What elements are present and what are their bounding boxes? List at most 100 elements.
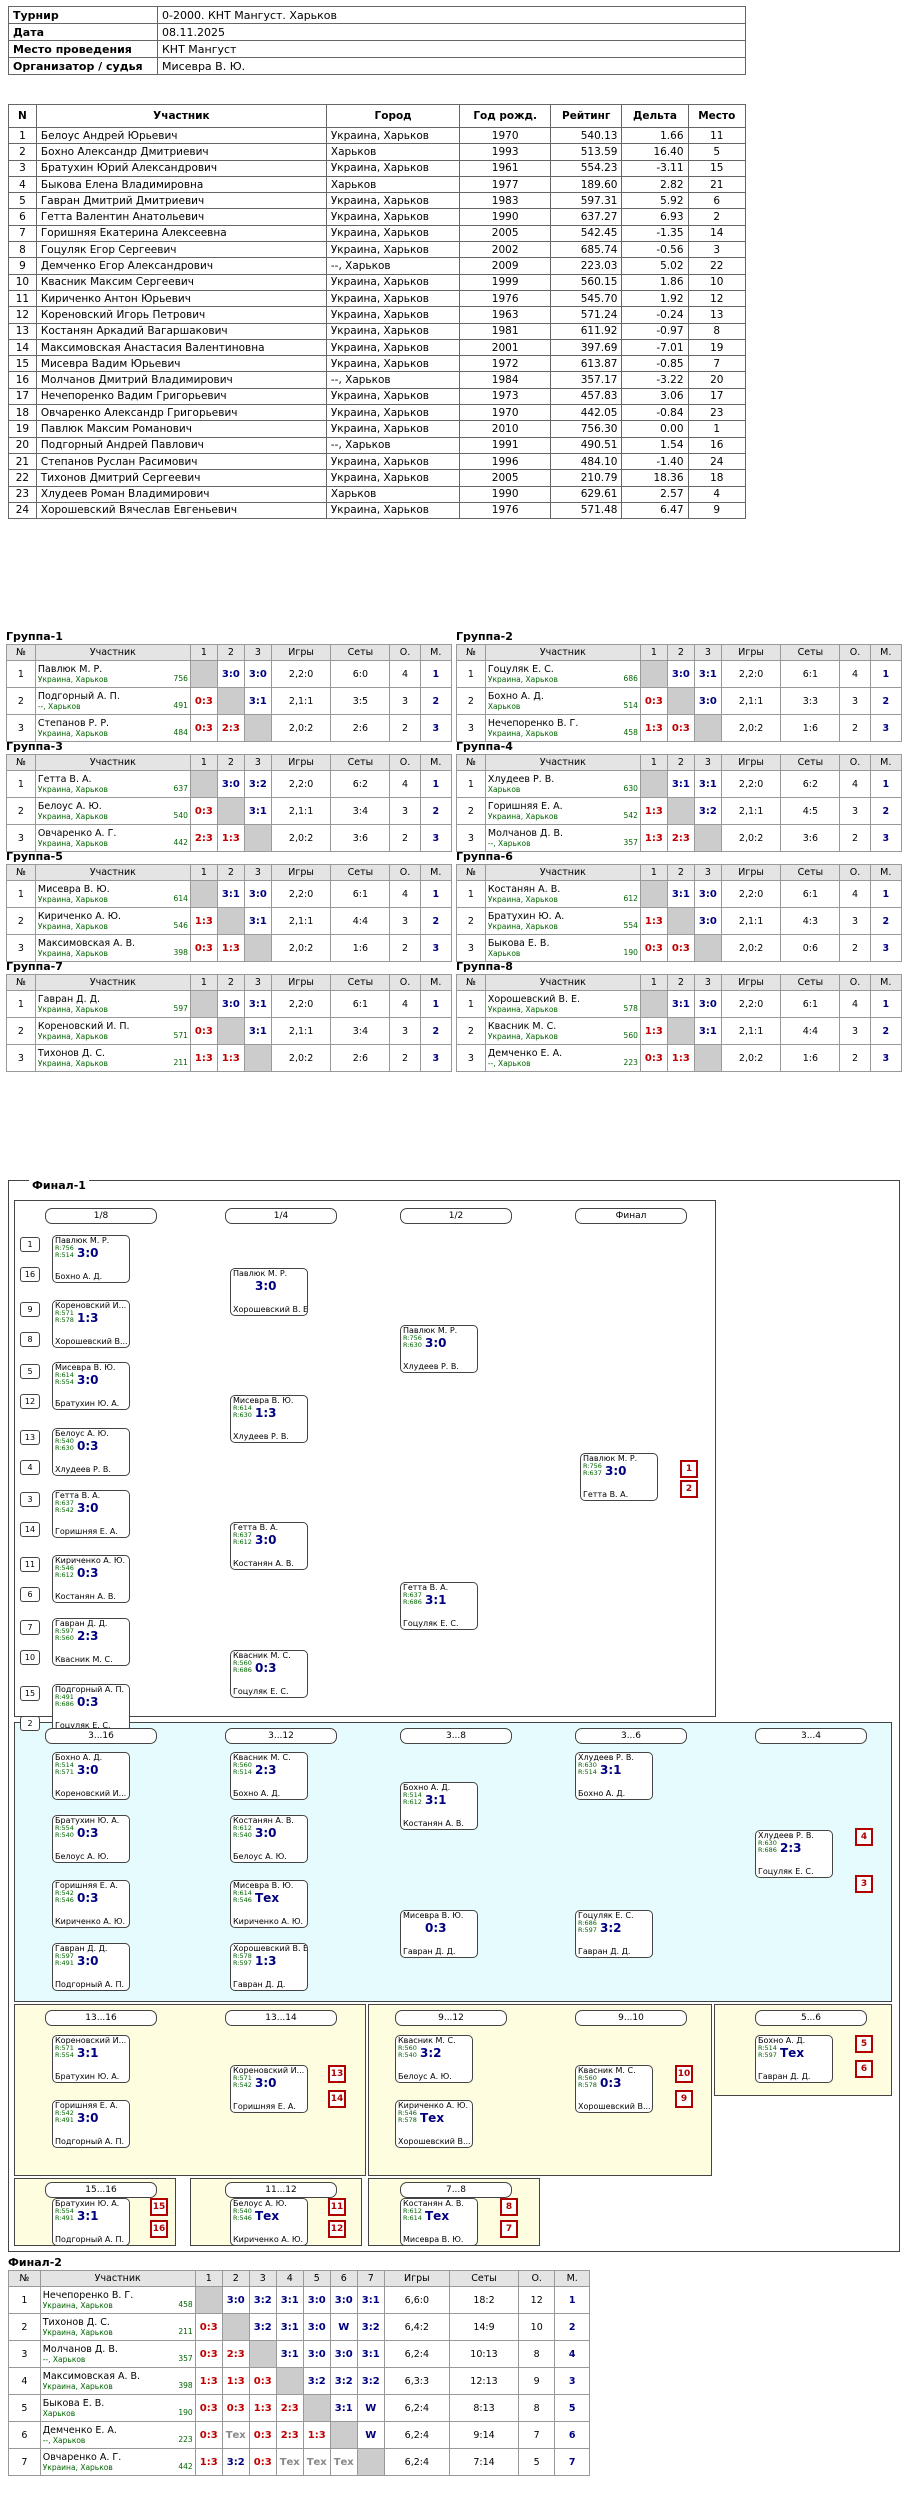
match-player-b: Горишняя Е. А. bbox=[55, 1527, 118, 1536]
group-games: 2,2:0 bbox=[720, 990, 782, 1018]
match-player-a: Костанян А. В. bbox=[233, 1816, 294, 1825]
player-cell: 457.83 bbox=[549, 387, 623, 406]
participant-city: Украина, Харьков bbox=[37, 839, 108, 848]
player-cell: 1970 bbox=[459, 126, 551, 145]
participant-name: Овчаренко А. Г. bbox=[37, 828, 117, 839]
match-number: 31 bbox=[472, 2049, 473, 2065]
participant-name: Гетта В. А. bbox=[37, 774, 92, 785]
match-player-b: Гавран Д. Д. bbox=[403, 1947, 456, 1956]
player-cell: 21 bbox=[687, 175, 747, 194]
group-place: 3 bbox=[554, 2367, 590, 2395]
player-cell: Харьков bbox=[325, 143, 461, 161]
group-place: 1 bbox=[554, 2286, 590, 2314]
seed-box: 5 bbox=[20, 1364, 40, 1379]
group-score: 3:1 bbox=[693, 660, 722, 688]
group-header-cell: Участник bbox=[34, 864, 191, 881]
match-score: 0:3 bbox=[425, 1921, 447, 1935]
match-player-b: Хорошевский В. Е. bbox=[233, 1305, 308, 1314]
place-box: 8 bbox=[500, 2198, 518, 2216]
group-sets: 7:14 bbox=[449, 2448, 519, 2476]
group-score: 3:0 bbox=[302, 2313, 331, 2341]
participant-city: Украина, Харьков bbox=[487, 729, 558, 738]
player-cell: Харьков bbox=[325, 485, 461, 503]
match-rating-a: R:597 bbox=[55, 1952, 74, 1960]
group-header-cell: Сеты bbox=[780, 974, 841, 991]
match-score: 2:3 bbox=[255, 1763, 277, 1777]
player-cell: -0.56 bbox=[621, 241, 689, 259]
place-box: 1 bbox=[680, 1460, 698, 1478]
group-sets: 10:13 bbox=[449, 2340, 519, 2368]
match-rating-a: R:756 bbox=[583, 1462, 602, 1470]
group-score bbox=[302, 2394, 331, 2422]
group-score bbox=[194, 2286, 223, 2314]
match-rating-a: R:630 bbox=[578, 1761, 597, 1769]
player-cell: 1976 bbox=[459, 501, 551, 520]
match-player-b: Бохно А. Д. bbox=[578, 1789, 626, 1798]
match-number: 24 bbox=[477, 1796, 478, 1812]
match-rating-b: R:514 bbox=[55, 1251, 74, 1259]
group-header-cell: 2 bbox=[666, 974, 695, 991]
player-cell: --, Харьков bbox=[325, 257, 461, 275]
group-header-cell: 1 bbox=[639, 864, 668, 881]
group-place: 3 bbox=[869, 934, 903, 962]
group-header-cell: М. bbox=[419, 974, 453, 991]
player-cell: 1990 bbox=[459, 485, 551, 503]
players-header-cell: N bbox=[8, 104, 37, 128]
match-rating-b: R:597 bbox=[233, 1959, 252, 1967]
match-score: Тех bbox=[255, 2209, 280, 2223]
match-player-a: Гетта В. А. bbox=[233, 1523, 279, 1532]
group-place: 3 bbox=[869, 1044, 903, 1072]
group-header-cell: 2 bbox=[666, 644, 695, 661]
player-cell: 484.10 bbox=[549, 452, 623, 471]
group-header-cell: О. bbox=[839, 644, 871, 661]
match-number: 6 bbox=[129, 1569, 130, 1585]
group-score: 3:0 bbox=[302, 2286, 331, 2314]
group-num: 1 bbox=[6, 770, 36, 798]
match-score: 0:3 bbox=[600, 2076, 622, 2090]
group-games: 2,0:2 bbox=[720, 1044, 782, 1072]
group-header-cell: 2 bbox=[216, 864, 245, 881]
player-cell: 571.24 bbox=[549, 306, 623, 324]
group-sets: 8:13 bbox=[449, 2394, 519, 2422]
player-cell: 7 bbox=[687, 355, 747, 373]
participant-rating: 458 bbox=[178, 2300, 193, 2309]
match-score: 3:2 bbox=[420, 2046, 442, 2060]
group-num: 1 bbox=[456, 660, 486, 688]
participant-rating: 597 bbox=[173, 1004, 188, 1013]
match-player-b: Гавран Д. Д. bbox=[233, 1980, 286, 1989]
match-player-b: Бохно А. Д. bbox=[55, 1272, 103, 1281]
player-cell: Украина, Харьков bbox=[325, 452, 461, 471]
group-num: 5 bbox=[8, 2394, 41, 2422]
group-games: 2,1:1 bbox=[270, 1017, 332, 1045]
participant-name: Нечепоренко В. Г. bbox=[487, 718, 579, 729]
match-player-b: Хорошевский В... bbox=[55, 1337, 128, 1346]
match-player-b: Гоцуляк Е. С. bbox=[758, 1867, 814, 1876]
group-header-cell: Игры bbox=[720, 644, 782, 661]
player-cell: 554.23 bbox=[549, 159, 623, 177]
participant-city: Харьков bbox=[487, 949, 521, 958]
group-header-cell: Участник bbox=[34, 974, 191, 991]
match-number: 13 bbox=[477, 1339, 478, 1355]
participant-name: Нечепоренко В. Г. bbox=[42, 2290, 134, 2301]
participant-rating: 211 bbox=[178, 2327, 193, 2336]
group-header-cell: Участник bbox=[484, 974, 641, 991]
match-rating-a: R:630 bbox=[758, 1839, 777, 1847]
match-score: 3:1 bbox=[600, 1763, 622, 1777]
round-label: Финал bbox=[575, 1208, 687, 1224]
group-score: 3:0 bbox=[329, 2340, 358, 2368]
round-label: 11...12 bbox=[225, 2182, 337, 2198]
player-cell: 8 bbox=[8, 241, 37, 259]
